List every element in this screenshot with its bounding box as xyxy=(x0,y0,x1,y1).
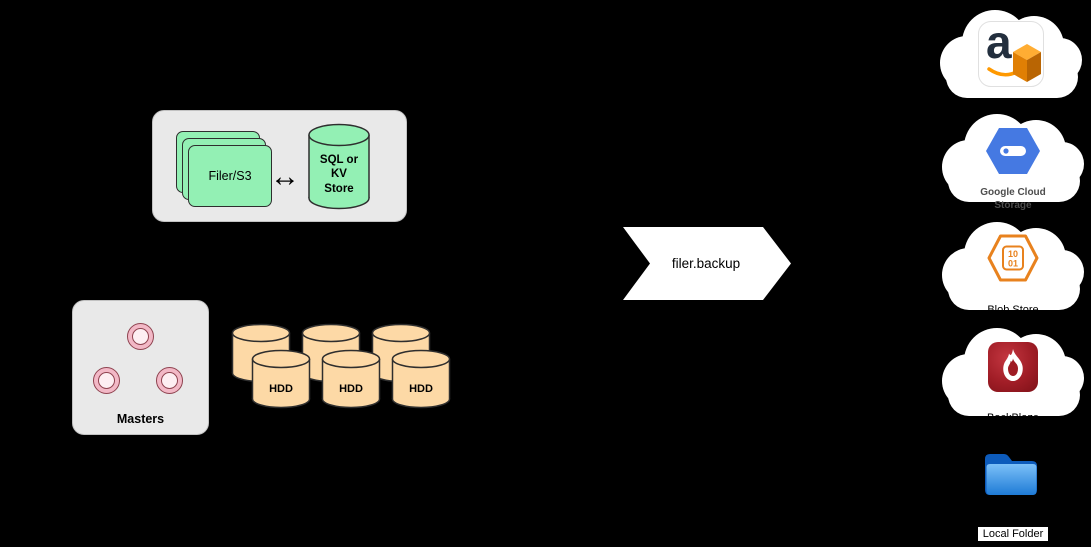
gcs-cloud-shape: Google Cloud Storage xyxy=(938,110,1088,211)
blob-binary-bottom: 01 xyxy=(1008,259,1018,269)
filer-label: Filer/S3 xyxy=(208,169,252,183)
backblaze-flame-icon xyxy=(1003,349,1023,381)
gcs-label-line1: Google Cloud xyxy=(980,187,1046,198)
local-folder-label: Local Folder xyxy=(977,527,1049,541)
hdd-cylinder-icon: HDD xyxy=(251,349,311,409)
backblaze-cloud-shape: BackBlaze xyxy=(938,324,1088,424)
aws-cloud-shape: a xyxy=(936,6,1086,106)
hdd-cylinder-icon: HDD xyxy=(321,349,381,409)
hdd-label: HDD xyxy=(409,383,433,395)
blob-store-hexagon-icon: 10 01 xyxy=(987,234,1039,282)
blob-store-cloud-shape: 10 01 Blob Store xyxy=(938,218,1088,318)
gcs-hexagon-icon xyxy=(986,128,1040,174)
master-node-icon xyxy=(93,367,120,394)
master-node-icon xyxy=(127,323,154,350)
sql-kv-store-cylinder-icon: SQL or KV Store xyxy=(307,123,371,211)
aws-logo-icon: a xyxy=(978,21,1044,87)
local-folder-label-wrap: Local Folder xyxy=(938,524,1088,542)
masters-group-box: Masters xyxy=(72,300,209,435)
aws-cube-icon xyxy=(1013,44,1041,82)
master-node-icon xyxy=(156,367,183,394)
filer-backup-banner: filer.backup xyxy=(622,226,792,301)
bidirectional-arrow-icon: ↔ xyxy=(270,160,300,193)
local-folder-icon xyxy=(982,446,1040,500)
sql-kv-store-label: SQL or KV Store xyxy=(319,154,359,195)
hdd-label: HDD xyxy=(269,383,293,395)
blob-binary-top: 10 xyxy=(1008,249,1018,259)
aws-letter: a xyxy=(986,21,1012,68)
hdd-label: HDD xyxy=(339,383,363,395)
backblaze-logo-icon xyxy=(988,342,1038,392)
blob-store-label: Blob Store xyxy=(987,304,1039,316)
backblaze-label: BackBlaze xyxy=(987,412,1039,424)
hdd-cylinder-icon: HDD xyxy=(391,349,451,409)
filer-backup-label: filer.backup xyxy=(671,256,741,271)
gcs-label-line2: Storage xyxy=(994,200,1032,211)
masters-label: Masters xyxy=(116,412,165,426)
filer-node: Filer/S3 xyxy=(188,145,272,207)
